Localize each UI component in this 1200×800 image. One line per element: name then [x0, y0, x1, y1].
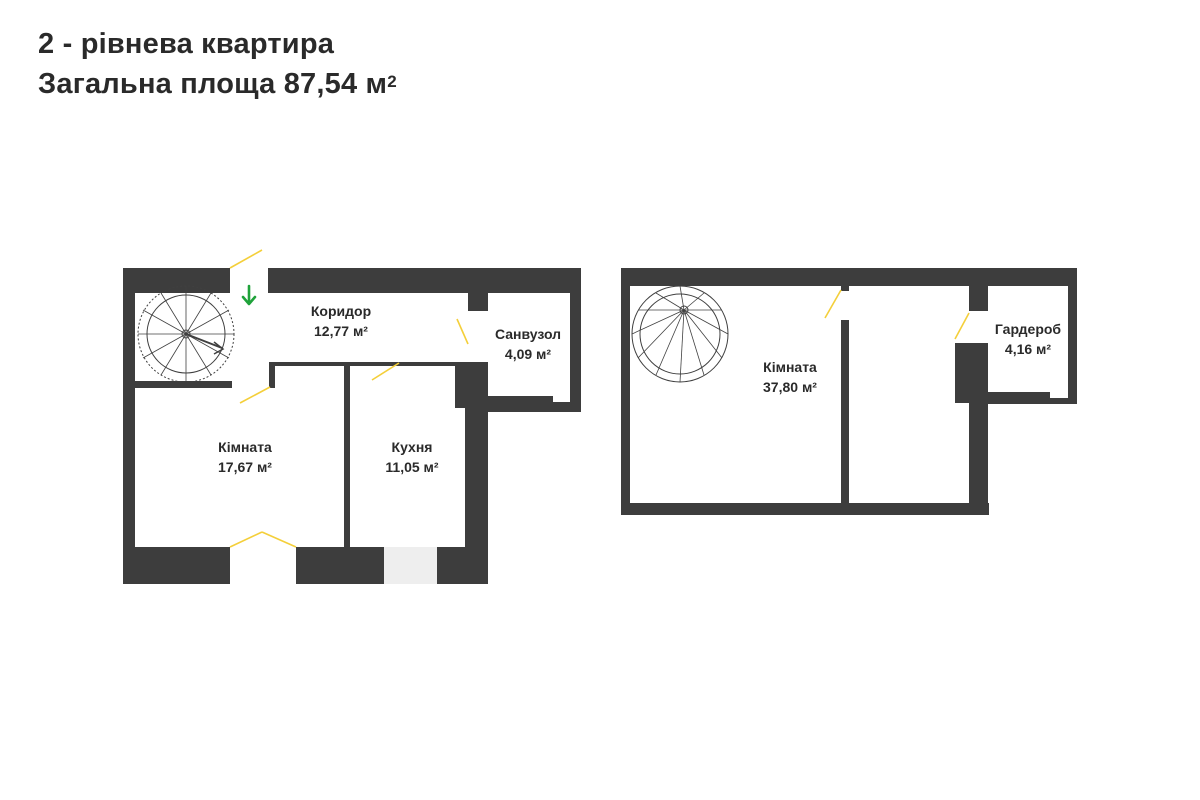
total-area-text: Загальна площа 87,54 м	[38, 68, 388, 100]
level-1-doors	[229, 249, 469, 548]
corridor-name: Коридор	[311, 303, 371, 319]
kitchen-area: 11,05 м²	[385, 459, 439, 475]
upper-partition-door	[824, 289, 842, 319]
bathroom-door	[456, 318, 469, 345]
corridor-area: 12,77 м²	[314, 323, 368, 339]
entrance-arrow-icon	[241, 284, 257, 306]
total-area-unit-superscript: 2	[387, 72, 397, 91]
title-block: 2 - рівнева квартира Загальна площа 87,5…	[38, 24, 397, 104]
plan-title: 2 - рівнева квартира	[38, 28, 335, 60]
balcony-opening	[384, 547, 437, 584]
balcony-door-left	[229, 531, 263, 548]
level-1-walls	[123, 268, 581, 584]
level-2-doors	[824, 289, 970, 340]
level-1-plan: Коридор 12,77 м² Санвузол 4,09 м² Кімнат…	[123, 249, 581, 584]
kitchen-name: Кухня	[392, 439, 433, 455]
level-2-walls	[621, 268, 1077, 515]
wardrobe-name: Гардероб	[995, 321, 1062, 337]
room-1-name: Кімната	[218, 439, 272, 455]
entrance-door	[229, 249, 263, 269]
room-2-area: 37,80 м²	[763, 379, 817, 395]
plan-total-area: Загальна площа 87,54 м2	[38, 64, 397, 104]
spiral-stair-icon	[631, 285, 729, 383]
level-2-plan: Кімната 37,80 м² Гардероб 4,16 м²	[621, 268, 1077, 515]
room-2-name: Кімната	[763, 359, 817, 375]
bathroom-name: Санвузол	[495, 326, 561, 342]
wardrobe-area: 4,16 м²	[1005, 341, 1051, 357]
balcony-door-right	[261, 531, 297, 548]
room-door	[239, 386, 271, 404]
spiral-stair-icon	[137, 285, 235, 383]
kitchen-door	[371, 362, 400, 381]
room-1-area: 17,67 м²	[218, 459, 272, 475]
bathroom-area: 4,09 м²	[505, 346, 551, 362]
wardrobe-door	[954, 312, 970, 340]
